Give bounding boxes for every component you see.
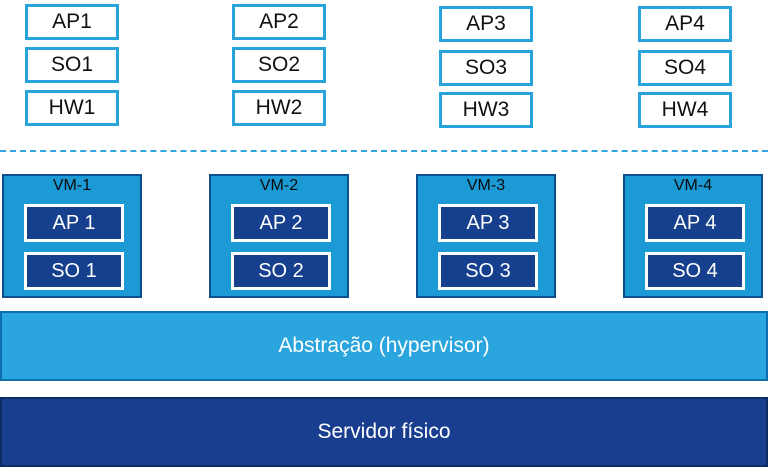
vm-label-4: VM-4 — [673, 177, 713, 194]
vm-container-1: VM-1 AP 1 SO 1 — [2, 174, 142, 298]
physical-so-box-4: SO4 — [638, 50, 732, 86]
vm-ap-box-2: AP 2 — [231, 204, 331, 242]
vm-so-box-2: SO 2 — [231, 252, 331, 290]
physical-ap-box-4: AP4 — [638, 6, 732, 42]
vm-container-2: VM-2 AP 2 SO 2 — [209, 174, 349, 298]
physical-so-box-3: SO3 — [439, 50, 533, 86]
vm-so-box-3: SO 3 — [438, 252, 538, 290]
physical-hw-box-1: HW1 — [25, 90, 119, 126]
physical-hw-box-2: HW2 — [232, 90, 326, 126]
physical-hw-box-4: HW4 — [638, 92, 732, 128]
vm-ap-box-1: AP 1 — [24, 204, 124, 242]
physical-ap-box-3: AP3 — [439, 6, 533, 42]
vm-ap-box-4: AP 4 — [645, 204, 745, 242]
dashed-divider — [0, 150, 768, 152]
physical-so-box-2: SO2 — [232, 47, 326, 83]
physical-so-box-1: SO1 — [25, 47, 119, 83]
physical-ap-box-2: AP2 — [232, 4, 326, 40]
vm-so-box-1: SO 1 — [24, 252, 124, 290]
vm-ap-box-3: AP 3 — [438, 204, 538, 242]
physical-ap-box-1: AP1 — [25, 4, 119, 40]
vm-label-3: VM-3 — [466, 177, 506, 194]
physical-server-layer: Servidor físico — [0, 397, 768, 467]
hypervisor-layer: Abstração (hypervisor) — [0, 311, 768, 381]
vm-so-box-4: SO 4 — [645, 252, 745, 290]
vm-label-2: VM-2 — [259, 177, 299, 194]
vm-container-4: VM-4 AP 4 SO 4 — [623, 174, 763, 298]
vm-container-3: VM-3 AP 3 SO 3 — [416, 174, 556, 298]
vm-label-1: VM-1 — [52, 177, 92, 194]
physical-hw-box-3: HW3 — [439, 92, 533, 128]
